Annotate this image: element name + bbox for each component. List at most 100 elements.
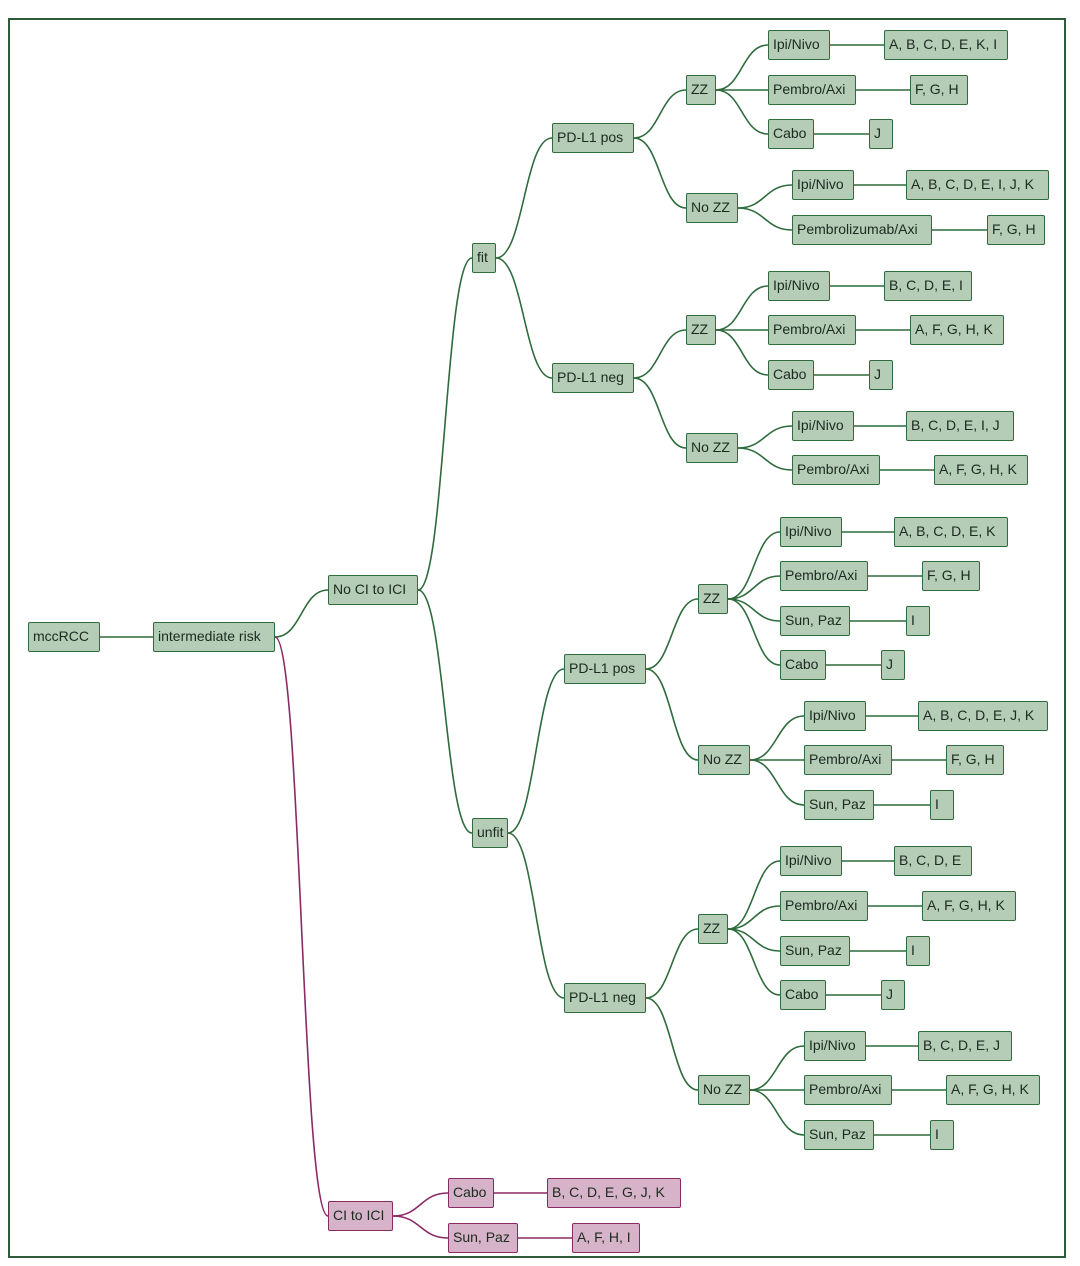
node-fit-pdl1-neg-zz-therapy-0: Ipi/Nivo	[768, 271, 830, 301]
node-fit: fit	[472, 243, 496, 273]
edge-unfit-pdl1-pos-to-zz	[645, 598, 699, 670]
edge-ci-to-therapy-0	[392, 1192, 449, 1217]
edge-no-ci-to-fit	[417, 257, 473, 591]
node-unfit-pdl1-pos-zz-therapy-0: Ipi/Nivo	[780, 517, 842, 547]
node-unfit-pdl1-pos-nozz-therapy-2: Sun, Paz	[804, 790, 874, 820]
node-unfit-pdl1-pos-nozz-groups-2: I	[930, 790, 954, 820]
node-ci-therapy-0: Cabo	[448, 1178, 494, 1208]
edge-unfit-pdl1-pos-zz-to-therapy-2	[727, 598, 781, 622]
node-unfit-pdl1-neg-zz-therapy-0: Ipi/Nivo	[780, 846, 842, 876]
node-unfit-pdl1-neg-zz-therapy-3: Cabo	[780, 980, 826, 1010]
edge-unfit-to-pdl1-neg	[507, 832, 565, 999]
node-unfit-pdl1-neg-nozz-therapy-1: Pembro/Axi	[804, 1075, 892, 1105]
node-fit-pdl1-neg-zz: ZZ	[686, 315, 716, 345]
node-unfit-pdl1-neg-nozz-therapy-0: Ipi/Nivo	[804, 1031, 866, 1061]
node-fit-pdl1-pos-nozz-groups-1: F, G, H	[987, 215, 1045, 245]
edge-fit-pdl1-pos-nozz-to-therapy-0	[737, 184, 793, 209]
edge-no-ci-to-unfit	[417, 589, 473, 834]
node-fit-pdl1-pos: PD-L1 pos	[552, 123, 634, 153]
node-fit-pdl1-pos-nozz-therapy-0: Ipi/Nivo	[792, 170, 854, 200]
edge-unfit-pdl1-pos-nozz-to-therapy-2	[749, 759, 805, 806]
node-fit-pdl1-neg-nozz-groups-1: A, F, G, H, K	[934, 455, 1028, 485]
node-unfit-pdl1-pos-nozz-groups-1: F, G, H	[946, 745, 1004, 775]
node-fit-pdl1-neg: PD-L1 neg	[552, 363, 634, 393]
node-unfit-pdl1-pos-nozz: No ZZ	[698, 745, 750, 775]
edge-unfit-pdl1-pos-zz-to-therapy-3	[727, 598, 781, 666]
node-unfit-pdl1-neg: PD-L1 neg	[564, 983, 646, 1013]
node-unfit-pdl1-neg-zz-groups-1: A, F, G, H, K	[922, 891, 1016, 921]
edge-fit-pdl1-pos-nozz-to-therapy-1	[737, 207, 793, 231]
node-fit-pdl1-neg-nozz: No ZZ	[686, 433, 738, 463]
edge-fit-pdl1-pos-to-nozz	[633, 137, 687, 209]
node-ci-to-ici: CI to ICI	[328, 1201, 393, 1231]
node-fit-pdl1-neg-nozz-groups-0: B, C, D, E, I, J	[906, 411, 1014, 441]
edge-unfit-pdl1-pos-to-nozz	[645, 668, 699, 761]
edge-fit-pdl1-neg-zz-to-therapy-2	[715, 329, 769, 376]
node-unfit-pdl1-pos-zz: ZZ	[698, 584, 728, 614]
edge-fit-pdl1-neg-nozz-to-therapy-1	[737, 447, 793, 471]
node-unfit-pdl1-neg-zz: ZZ	[698, 914, 728, 944]
node-unfit-pdl1-neg-nozz-groups-2: I	[930, 1120, 954, 1150]
node-ci-groups-0: B, C, D, E, G, J, K	[547, 1178, 681, 1208]
node-fit-pdl1-pos-nozz-groups-0: A, B, C, D, E, I, J, K	[906, 170, 1049, 200]
node-unfit-pdl1-neg-zz-groups-2: I	[906, 936, 930, 966]
node-unfit-pdl1-pos-zz-groups-0: A, B, C, D, E, K	[894, 517, 1008, 547]
node-fit-pdl1-pos-nozz-therapy-1: Pembrolizumab/Axi	[792, 215, 932, 245]
node-fit-pdl1-neg-zz-groups-2: J	[869, 360, 893, 390]
edge-fit-pdl1-pos-zz-to-therapy-0	[715, 44, 769, 91]
node-unfit-pdl1-pos-nozz-groups-0: A, B, C, D, E, J, K	[918, 701, 1048, 731]
edge-fit-to-pdl1-pos	[495, 137, 553, 259]
node-unfit-pdl1-neg-nozz-groups-1: A, F, G, H, K	[946, 1075, 1040, 1105]
edge-fit-pdl1-neg-to-nozz	[633, 377, 687, 449]
node-unfit-pdl1-pos-zz-groups-3: J	[881, 650, 905, 680]
node-unfit-pdl1-neg-zz-therapy-2: Sun, Paz	[780, 936, 850, 966]
node-unfit-pdl1-pos-nozz-therapy-0: Ipi/Nivo	[804, 701, 866, 731]
node-unfit-pdl1-pos-zz-groups-2: I	[906, 606, 930, 636]
node-fit-pdl1-neg-zz-therapy-2: Cabo	[768, 360, 814, 390]
node-unfit-pdl1-pos: PD-L1 pos	[564, 654, 646, 684]
node-unfit-pdl1-neg-nozz-groups-0: B, C, D, E, J	[918, 1031, 1012, 1061]
node-unfit-pdl1-pos-nozz-therapy-1: Pembro/Axi	[804, 745, 892, 775]
node-mccrcc: mccRCC	[28, 622, 100, 652]
node-unfit-pdl1-neg-zz-groups-3: J	[881, 980, 905, 1010]
node-unfit-pdl1-pos-zz-therapy-2: Sun, Paz	[780, 606, 850, 636]
node-fit-pdl1-neg-zz-groups-1: A, F, G, H, K	[910, 315, 1004, 345]
node-unfit-pdl1-neg-nozz-therapy-2: Sun, Paz	[804, 1120, 874, 1150]
edge-unfit-pdl1-neg-zz-to-therapy-0	[727, 860, 781, 930]
node-unfit-pdl1-pos-zz-groups-1: F, G, H	[922, 561, 980, 591]
edge-unfit-pdl1-pos-zz-to-therapy-0	[727, 531, 781, 600]
edge-unfit-to-pdl1-pos	[507, 668, 565, 834]
node-intermediate-risk: intermediate risk	[153, 622, 275, 652]
edge-fit-pdl1-neg-to-zz	[633, 329, 687, 379]
node-ci-groups-1: A, F, H, I	[572, 1223, 640, 1253]
node-fit-pdl1-neg-zz-groups-0: B, C, D, E, I	[884, 271, 972, 301]
node-unfit-pdl1-neg-nozz: No ZZ	[698, 1075, 750, 1105]
edge-unfit-pdl1-neg-nozz-to-therapy-0	[749, 1045, 805, 1091]
edge-fit-pdl1-pos-to-zz	[633, 89, 687, 139]
node-no-ci-to-ici: No CI to ICI	[328, 575, 418, 605]
edge-fit-pdl1-neg-zz-to-therapy-0	[715, 285, 769, 331]
edge-ci-to-therapy-1	[392, 1215, 449, 1239]
node-fit-pdl1-pos-zz-groups-0: A, B, C, D, E, K, I	[884, 30, 1008, 60]
edge-fit-to-pdl1-neg	[495, 257, 553, 379]
node-unfit-pdl1-neg-zz-groups-0: B, C, D, E	[894, 846, 972, 876]
edge-unfit-pdl1-pos-nozz-to-therapy-0	[749, 715, 805, 761]
node-unfit-pdl1-pos-zz-therapy-3: Cabo	[780, 650, 826, 680]
edge-unfit-pdl1-neg-zz-to-therapy-1	[727, 905, 781, 930]
node-fit-pdl1-pos-zz-therapy-0: Ipi/Nivo	[768, 30, 830, 60]
node-fit-pdl1-pos-zz-therapy-1: Pembro/Axi	[768, 75, 856, 105]
node-fit-pdl1-pos-zz-therapy-2: Cabo	[768, 119, 814, 149]
node-fit-pdl1-pos-zz-groups-2: J	[869, 119, 893, 149]
edge-unfit-pdl1-neg-zz-to-therapy-3	[727, 928, 781, 996]
node-fit-pdl1-pos-zz: ZZ	[686, 75, 716, 105]
edge-unfit-pdl1-neg-to-nozz	[645, 997, 699, 1091]
edge-unfit-pdl1-neg-to-zz	[645, 928, 699, 999]
node-unfit: unfit	[472, 818, 508, 848]
node-unfit-pdl1-pos-zz-therapy-1: Pembro/Axi	[780, 561, 868, 591]
edge-risk-to-no-ci	[274, 589, 329, 638]
edge-risk-to-ci	[274, 636, 329, 1217]
node-fit-pdl1-neg-nozz-therapy-0: Ipi/Nivo	[792, 411, 854, 441]
node-ci-therapy-1: Sun, Paz	[448, 1223, 518, 1253]
node-fit-pdl1-neg-nozz-therapy-1: Pembro/Axi	[792, 455, 880, 485]
edge-unfit-pdl1-pos-zz-to-therapy-1	[727, 575, 781, 600]
